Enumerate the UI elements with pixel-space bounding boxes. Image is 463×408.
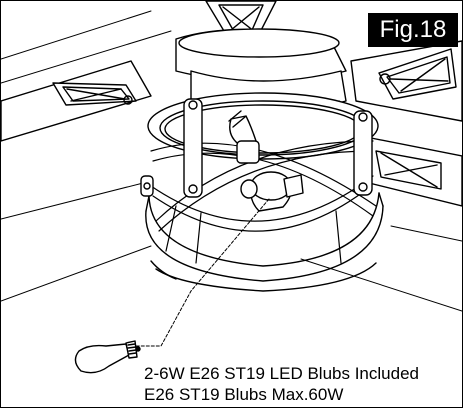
socket-cluster <box>228 110 304 212</box>
blade-lower-right <box>360 135 462 207</box>
cage-posts <box>140 98 373 198</box>
blade-left <box>1 60 152 142</box>
bulb-leader-line <box>130 198 270 347</box>
cage-bottom-ring <box>145 192 384 292</box>
ceiling-lines <box>1 10 462 312</box>
blade-right <box>350 40 462 122</box>
bulb-max-wattage-caption: E26 ST19 Blubs Max.60W <box>144 385 344 404</box>
loose-bulb-icon <box>74 340 141 374</box>
cage-top-ring <box>147 92 379 160</box>
bulb-included-caption: 2-6W E26 ST19 LED Blubs Included <box>144 364 419 383</box>
figure-label: Fig.18 <box>368 13 458 47</box>
